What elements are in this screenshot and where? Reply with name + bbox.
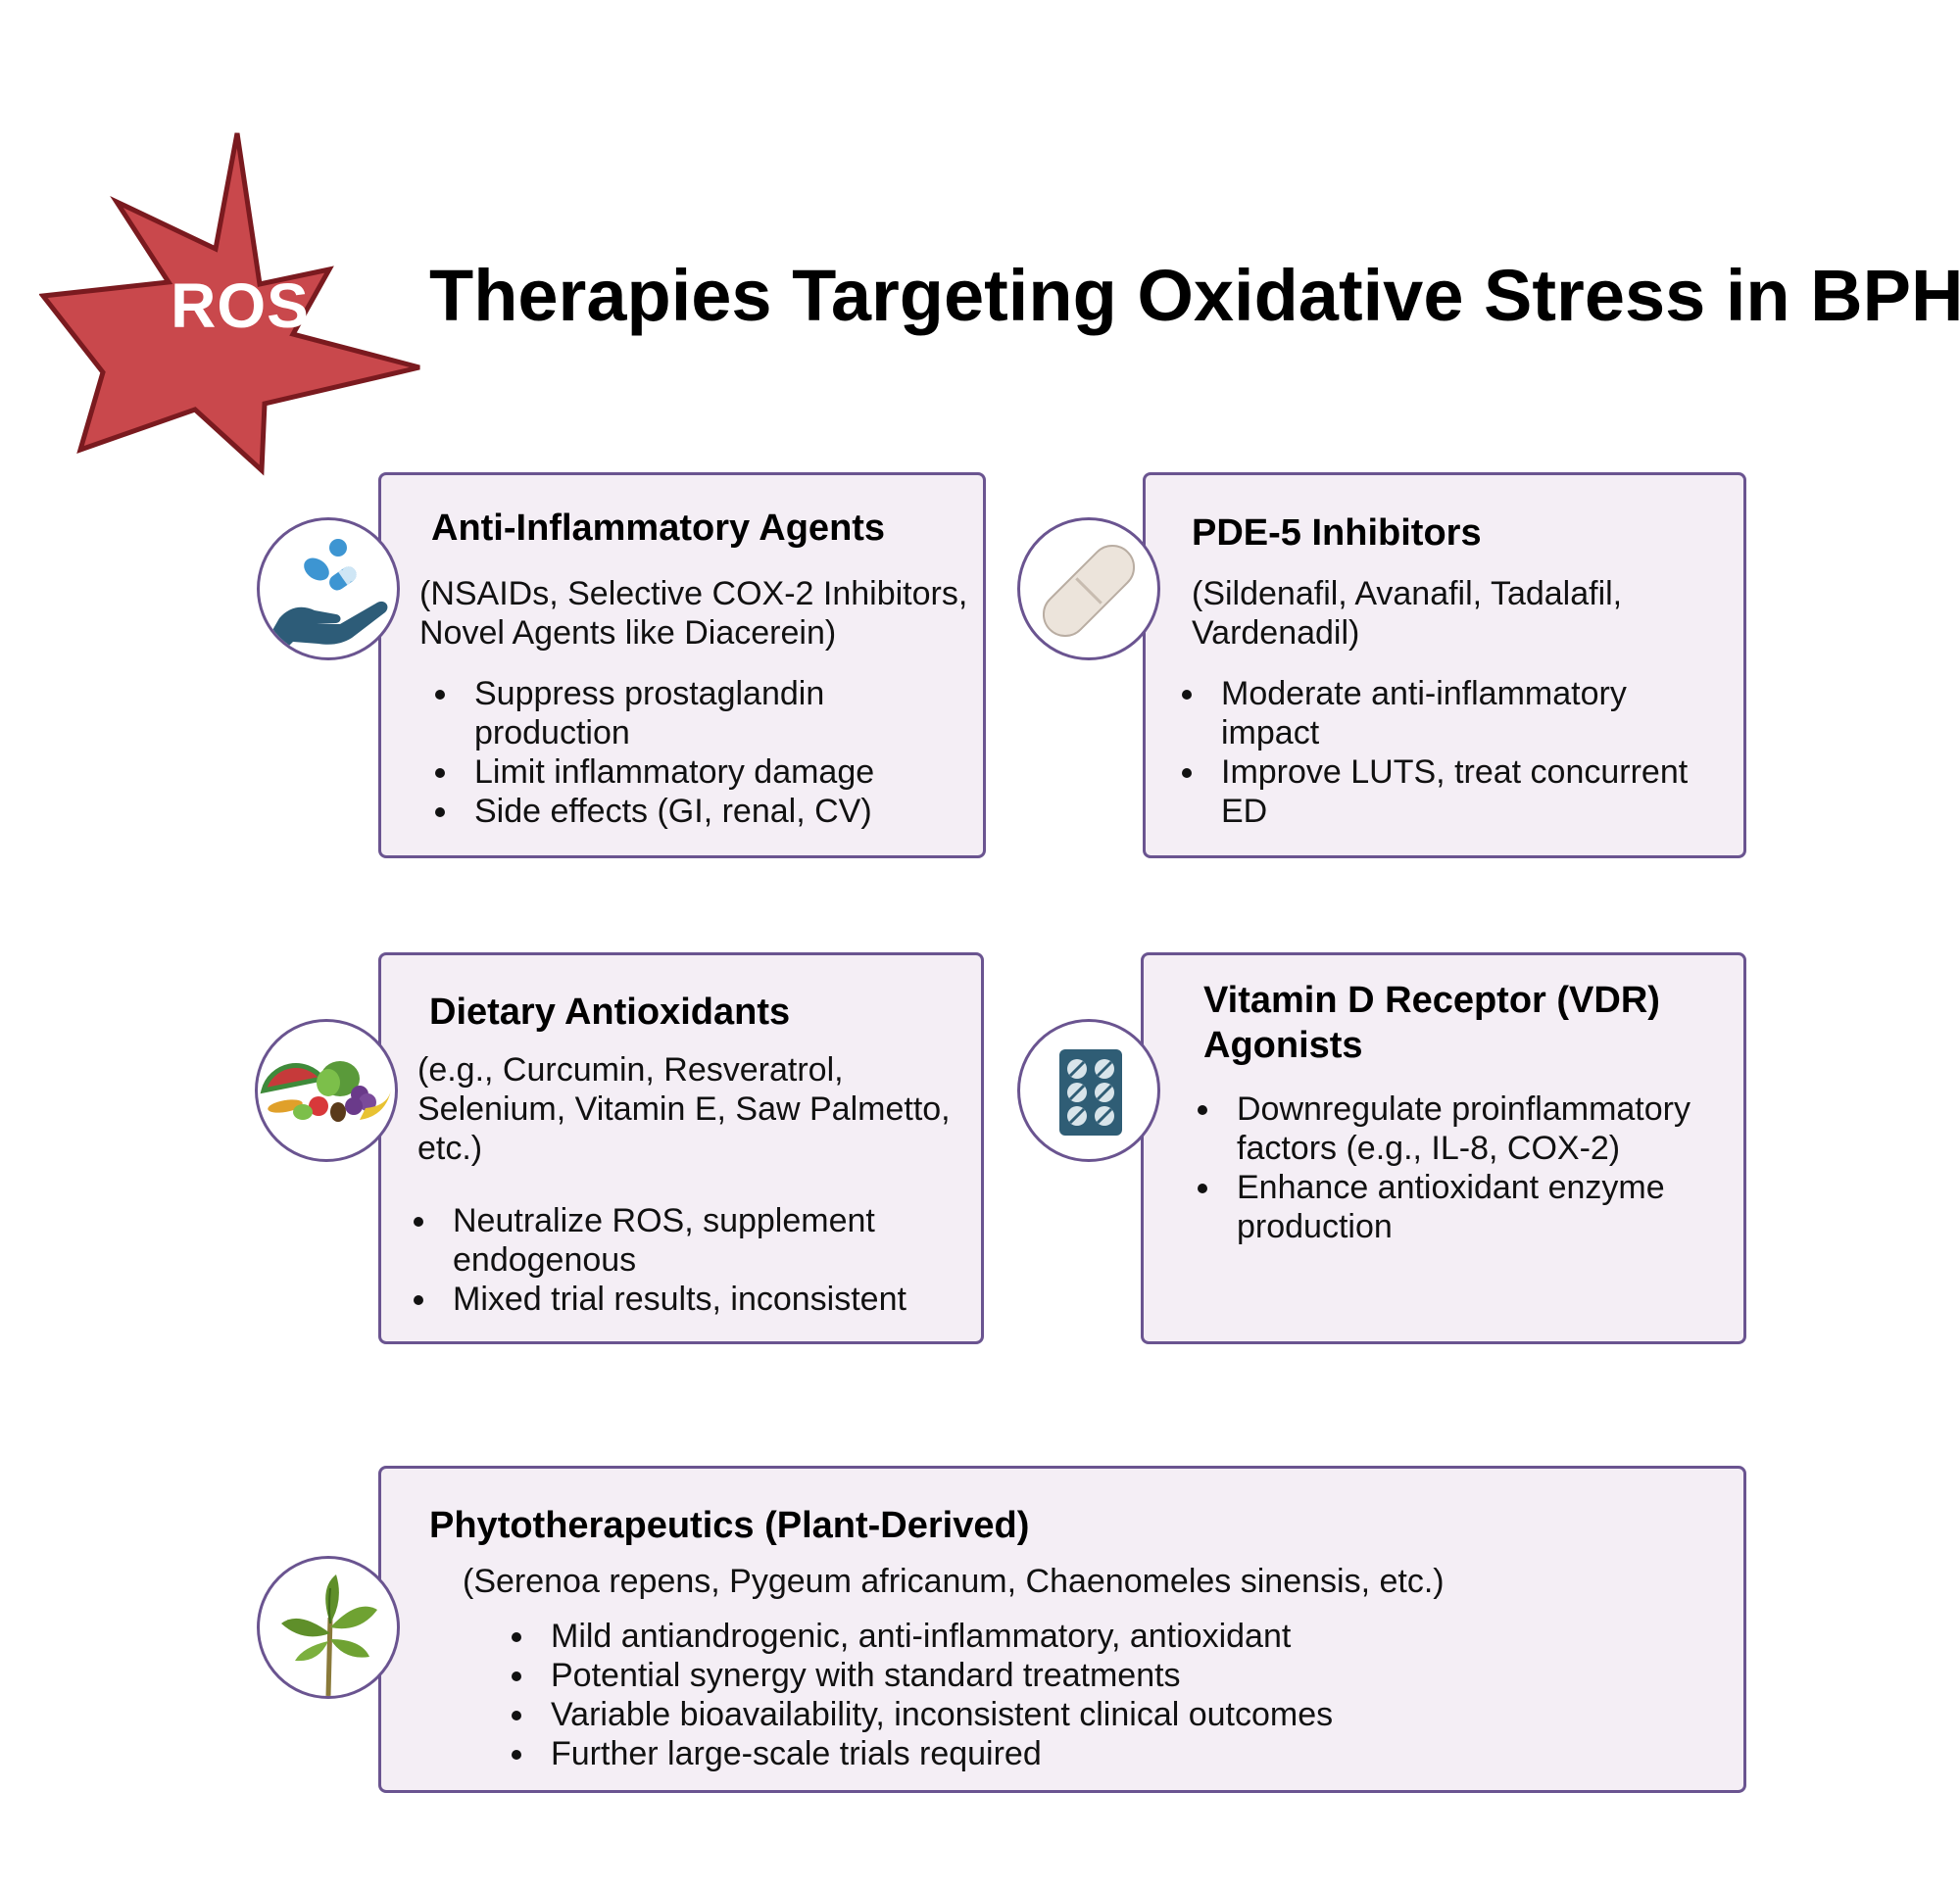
card-dietary-antioxidants [378, 952, 984, 1344]
bullet-item: Mixed trial results, inconsistent [400, 1280, 949, 1319]
bullet-item: Enhance antioxidant enzyme production [1184, 1168, 1713, 1246]
card-title-vdr-agonists: Vitamin D Receptor (VDR) Agonists [1203, 978, 1660, 1068]
bullet-item: Downregulate proinflammatory factors (e.… [1184, 1090, 1713, 1168]
card-title-line: Agonists [1203, 1025, 1363, 1066]
bullet-list-phytotherapeutics: Mild antiandrogenic, anti-inflammatory, … [498, 1617, 1674, 1773]
bullet-item: Variable bioavailability, inconsistent c… [498, 1695, 1674, 1734]
icon-circle-vdr-agonists [1017, 1019, 1160, 1162]
icon-circle-phytotherapeutics [257, 1556, 400, 1699]
card-subtitle-phytotherapeutics: (Serenoa repens, Pygeum africanum, Chaen… [463, 1563, 1445, 1600]
bullet-item: Moderate anti-inflammatory impact [1168, 674, 1707, 752]
icon-circle-dietary-antioxidants [255, 1019, 398, 1162]
bullet-item: Potential synergy with standard treatmen… [498, 1656, 1674, 1695]
hand-with-pills-icon [264, 539, 388, 657]
card-vdr-agonists [1141, 952, 1746, 1344]
card-pde5-inhibitors [1143, 472, 1746, 858]
bullet-item: Side effects (GI, renal, CV) [421, 792, 892, 831]
bullet-item: Suppress prostaglandin production [421, 674, 892, 752]
bullet-item: Neutralize ROS, supplement endogenous [400, 1201, 949, 1280]
bullet-item: Mild antiandrogenic, anti-inflammatory, … [498, 1617, 1674, 1656]
pill-blister-pack-icon [1059, 1049, 1122, 1136]
card-subtitle-line: Novel Agents like Diacerein) [419, 614, 837, 652]
card-phytotherapeutics [378, 1466, 1746, 1793]
card-subtitle-line: etc.) [417, 1130, 483, 1167]
card-title-line: Vitamin D Receptor (VDR) [1203, 980, 1660, 1021]
card-subtitle-anti-inflammatory: (NSAIDs, Selective COX-2 Inhibitors, Nov… [419, 574, 988, 653]
icon-circle-pde5 [1017, 517, 1160, 660]
bullet-list-dietary-antioxidants: Neutralize ROS, supplement endogenous Mi… [400, 1201, 949, 1319]
card-subtitle-line: (e.g., Curcumin, Resveratrol, [417, 1051, 844, 1089]
card-title-anti-inflammatory: Anti-Inflammatory Agents [431, 508, 886, 549]
icon-circle-anti-inflammatory [257, 517, 400, 660]
card-subtitle-dietary-antioxidants: (e.g., Curcumin, Resveratrol, Selenium, … [417, 1050, 976, 1168]
ros-badge-label: ROS [171, 270, 310, 341]
card-subtitle-line: (NSAIDs, Selective COX-2 Inhibitors, [419, 575, 968, 612]
card-subtitle-line: Vardenadil) [1192, 614, 1360, 652]
bullet-list-anti-inflammatory: Suppress prostaglandin production Limit … [421, 674, 892, 831]
card-subtitle-line: (Sildenafil, Avanafil, Tadalafil, [1192, 575, 1623, 612]
bullet-item: Further large-scale trials required [498, 1734, 1674, 1773]
bullet-list-vdr-agonists: Downregulate proinflammatory factors (e.… [1184, 1090, 1713, 1246]
page-title: Therapies Targeting Oxidative Stress in … [429, 255, 1960, 336]
bullet-item: Improve LUTS, treat concurrent ED [1168, 752, 1707, 831]
card-title-phytotherapeutics: Phytotherapeutics (Plant-Derived) [429, 1505, 1030, 1546]
card-subtitle-line: Selenium, Vitamin E, Saw Palmetto, [417, 1090, 951, 1128]
plant-sprout-icon [281, 1574, 377, 1696]
tablet-pill-icon [1042, 544, 1136, 638]
fruits-and-vegetables-icon [260, 1061, 391, 1122]
card-title-dietary-antioxidants: Dietary Antioxidants [429, 992, 791, 1033]
card-anti-inflammatory-agents [378, 472, 986, 858]
bullet-item: Limit inflammatory damage [421, 752, 892, 792]
card-subtitle-pde5: (Sildenafil, Avanafil, Tadalafil, Varden… [1192, 574, 1721, 653]
bullet-list-pde5: Moderate anti-inflammatory impact Improv… [1168, 674, 1707, 831]
ros-starburst-icon [39, 132, 420, 476]
card-title-pde5: PDE-5 Inhibitors [1192, 512, 1482, 554]
